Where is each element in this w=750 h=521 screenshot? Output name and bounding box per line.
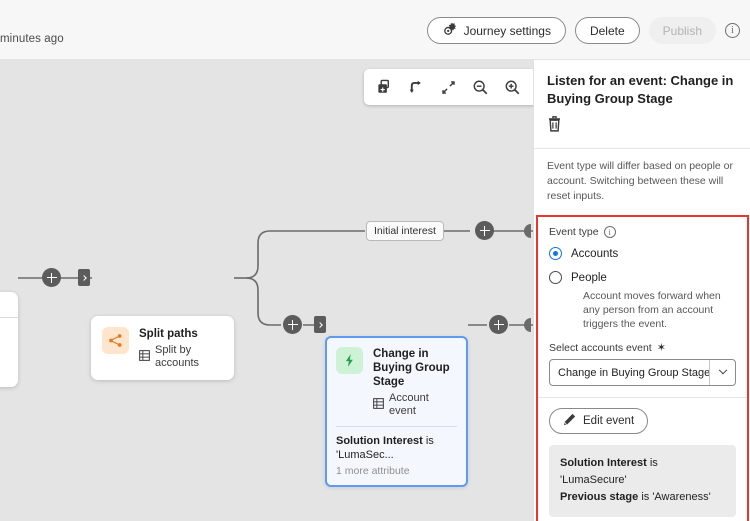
node-text: Change in Buying Group Stage Account eve… [373,347,456,418]
collapse-icon[interactable] [434,73,462,101]
node-header: Change in Buying Group Stage Account eve… [327,338,466,426]
radio-people[interactable]: People [549,271,736,284]
node-footer: Solution Interest is 'LumaSec... 1 more … [327,427,466,485]
top-bar: minutes ago Journey settings Delete Publ… [0,0,750,60]
upstream-node-partial[interactable] [0,292,18,387]
info-icon[interactable]: i [725,23,740,38]
node-title: Change in Buying Group Stage [373,348,450,388]
panel-delete-row [534,108,750,148]
node-subtitle: Split by accounts [155,344,200,369]
add-step-button-1[interactable] [42,268,61,287]
node-split-paths[interactable]: Split paths Split by accounts [91,316,234,380]
edit-event-label: Edit event [583,415,635,427]
select-event-label: Select accounts event [549,341,652,354]
pencil-icon [563,413,576,429]
radio-button-people[interactable] [549,271,562,284]
radio-label-accounts: Accounts [571,247,619,260]
last-saved-timestamp: minutes ago [0,33,64,45]
select-value: Change in Buying Group Stage [558,366,709,379]
expand-connector-2[interactable] [314,316,326,333]
event-bolt-icon [336,347,363,374]
radio-accounts[interactable]: Accounts [549,247,736,260]
summary-line: Previous stage is 'Awareness' [560,489,725,506]
zoom-in-icon[interactable] [498,73,526,101]
node-more-attributes: 1 more attribute [336,465,410,477]
node-title: Split paths [139,328,198,340]
edit-event-button[interactable]: Edit event [549,408,649,434]
summary-bold: Previous stage [560,491,639,503]
node-divider [0,317,18,318]
publish-button[interactable]: Publish [648,17,716,44]
radio-label-people: People [571,271,607,284]
grid-icon [373,397,384,413]
canvas-toolbar [364,69,533,105]
node-change-in-buying-group-stage[interactable]: Change in Buying Group Stage Account eve… [325,336,468,487]
node-attribute-label: Solution Interest [336,435,423,447]
panel-title: Listen for an event: Change in Buying Gr… [547,73,734,106]
delete-button[interactable]: Delete [574,17,640,44]
node-attribute: Solution Interest is 'LumaSec... [336,434,457,462]
event-type-highlight-region: Event type i Accounts People Account mov… [536,215,749,521]
journey-canvas[interactable]: Split paths Split by accounts [0,60,533,521]
zoom-out-icon[interactable] [466,73,494,101]
journey-settings-label: Journey settings [463,23,551,38]
select-accounts-event[interactable]: Change in Buying Group Stage [549,359,736,386]
node-subtitle-row: Split by accounts [139,344,222,370]
redo-icon[interactable] [402,73,430,101]
node-attribute-value: is 'LumaSec... [336,435,434,461]
event-settings-panel: Listen for an event: Change in Buying Gr… [533,60,750,521]
event-type-label: Event type [549,226,599,238]
panel-note: Event type will differ based on people o… [547,160,734,202]
event-type-label-row: Event type i [549,226,736,238]
radio-help-people: Account moves forward when any person fr… [583,290,721,330]
gear-icon [442,22,457,40]
required-marker: ✶ [656,342,666,354]
top-bar-actions: Journey settings Delete Publish i [426,17,740,44]
delete-label: Delete [589,23,625,38]
split-paths-icon [102,327,129,354]
grid-icon [139,349,150,365]
journey-settings-button[interactable]: Journey settings [426,17,566,44]
map-icon[interactable] [530,73,533,101]
divider [538,397,747,398]
radio-button-accounts[interactable] [549,247,562,260]
divider [534,148,750,149]
node-subtitle-row: Account event [373,392,456,418]
summary-rest: is 'LumaSecure' [560,457,658,486]
node-header: Split paths Split by accounts [91,316,234,380]
summary-rest: is 'Awareness' [638,491,711,503]
trash-icon[interactable] [546,115,563,136]
node-divider [336,426,457,427]
wire-label-initial-interest[interactable]: Initial interest [366,221,444,241]
summary-bold: Solution Interest [560,457,647,469]
chevron-down-icon[interactable] [709,360,735,385]
add-step-button-after-event[interactable] [489,315,508,334]
info-icon[interactable]: i [603,226,616,238]
node-subtitle: Account event [389,392,429,417]
node-text: Split paths Split by accounts [139,327,222,370]
select-event-label-row: Select accounts event ✶ [549,341,736,355]
expand-connector-1[interactable] [78,269,90,286]
add-step-button-upper[interactable] [475,221,494,240]
event-summary: Solution Interest is 'LumaSecure' Previo… [549,445,736,517]
publish-label: Publish [662,23,702,38]
summary-line: Solution Interest is 'LumaSecure' [560,455,725,489]
duplicate-icon[interactable] [370,73,398,101]
add-step-button-lower[interactable] [283,315,302,334]
